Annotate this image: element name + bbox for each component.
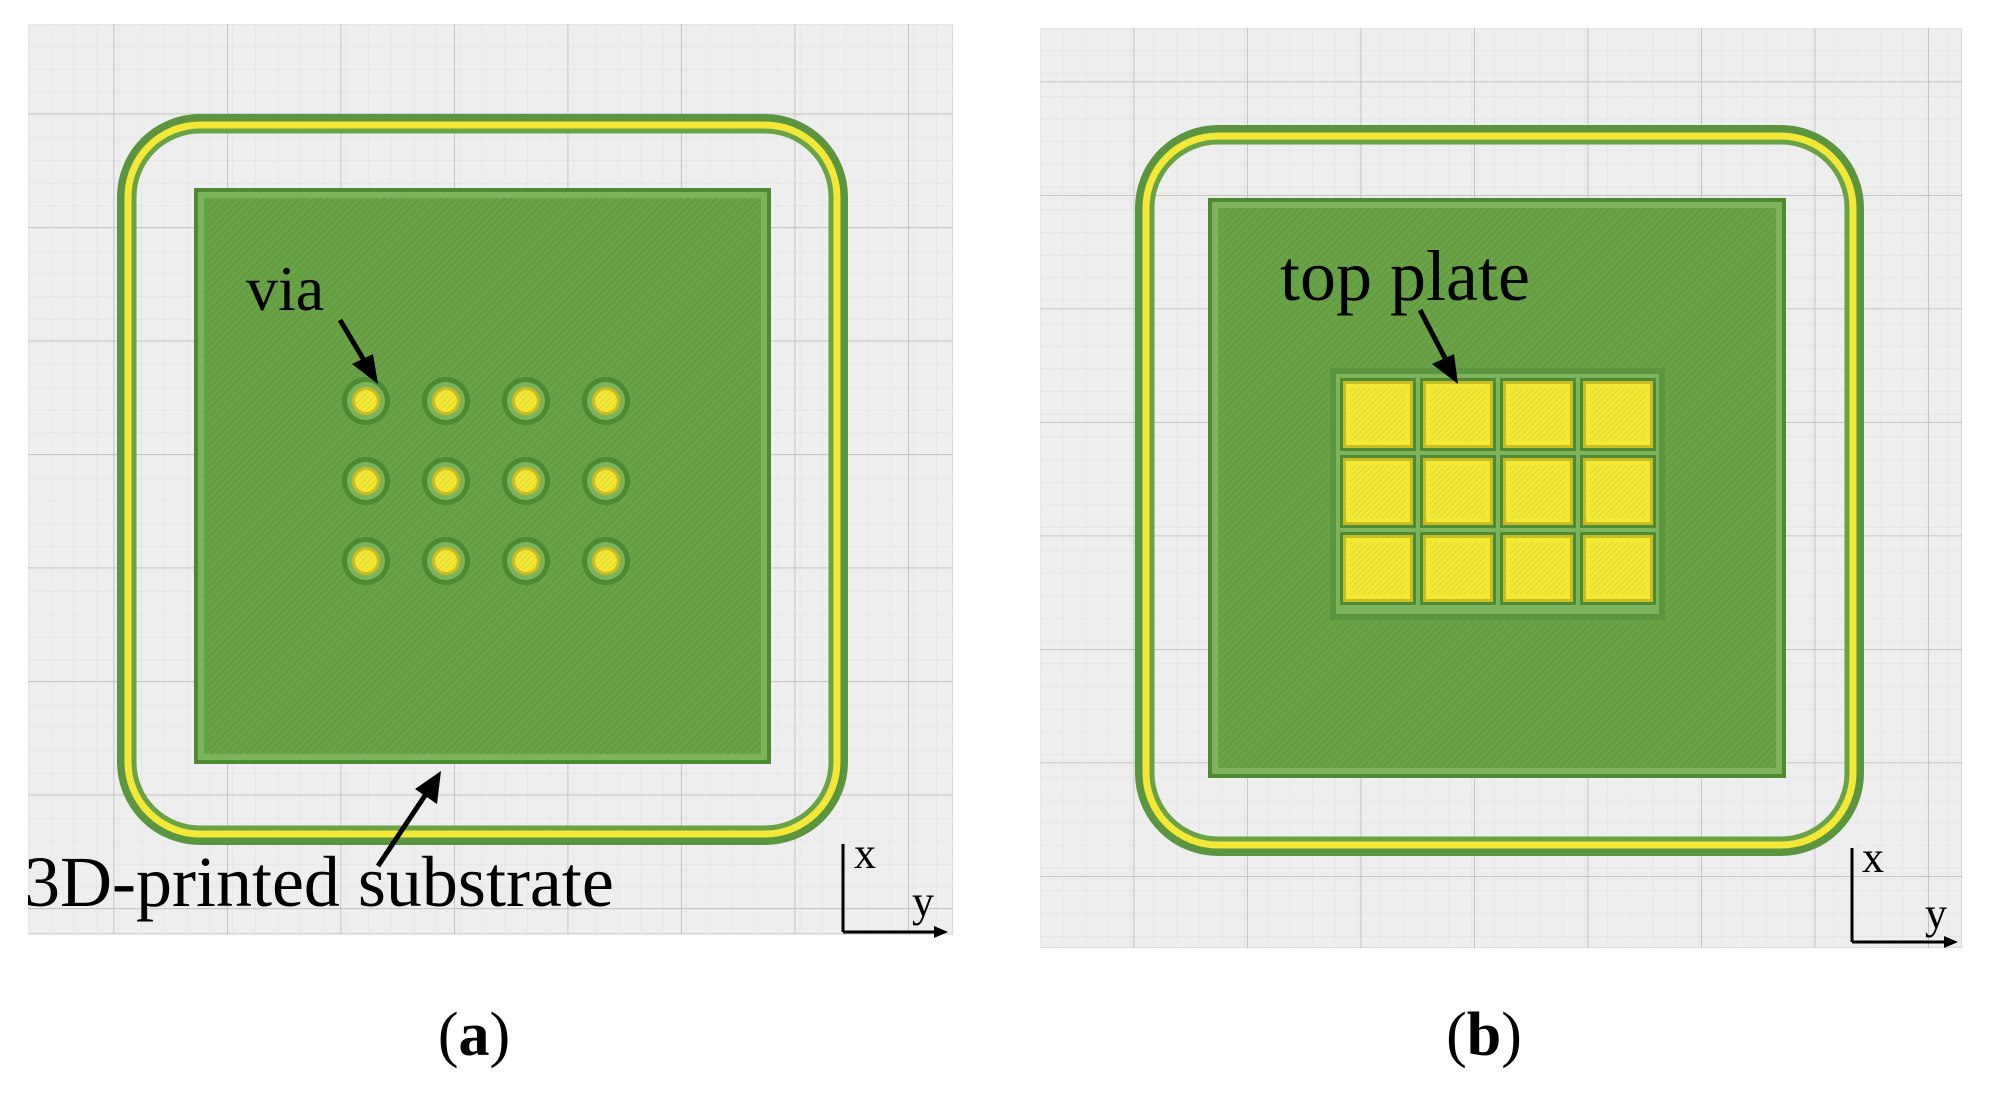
top-plate-cell <box>1500 532 1576 605</box>
skirt-yellow <box>124 121 841 838</box>
substrate-label: 3D-printed substrate <box>28 842 614 922</box>
via <box>582 537 630 585</box>
axis-y-label: y <box>1925 889 1947 938</box>
skirt-outer-green <box>117 114 848 845</box>
via-array <box>342 377 630 585</box>
panel-b-caption-open: ( <box>1446 1001 1467 1069</box>
axis-y-label: y <box>912 877 934 926</box>
top-plate-arrow-head <box>1432 354 1458 384</box>
axis-y-arrow <box>934 926 948 938</box>
panel-b-caption-letter: b <box>1466 1001 1502 1069</box>
substrate-arrow-shaft <box>375 792 429 868</box>
panel-a-caption: (a) <box>404 1000 544 1071</box>
panel-a-diagram: via 3D-printed substrate x y <box>28 24 953 938</box>
top-plate-cell <box>1580 455 1656 528</box>
panel-a-caption-letter: a <box>458 1001 490 1069</box>
panel-b-caption: (b) <box>1414 1000 1554 1071</box>
panel-a-caption-open: ( <box>437 1001 459 1069</box>
top-plate-cell <box>1580 532 1656 605</box>
via-arrow-head <box>352 354 378 384</box>
via <box>422 377 470 425</box>
top-plate-cell <box>1420 455 1496 528</box>
axis-x-label: x <box>1862 833 1884 882</box>
skirt-inner-green <box>1149 139 1850 842</box>
top-plate-cell <box>1500 455 1576 528</box>
skirt-inner-green <box>131 128 834 831</box>
top-plate-cell <box>1580 378 1656 451</box>
top-plate-cell <box>1420 532 1496 605</box>
via <box>342 537 390 585</box>
skirt-yellow <box>1142 132 1857 849</box>
via <box>502 537 550 585</box>
via <box>342 377 390 425</box>
via <box>422 457 470 505</box>
top-plate-cell <box>1340 378 1416 451</box>
via <box>342 457 390 505</box>
via <box>502 377 550 425</box>
top-plate-cell <box>1420 378 1496 451</box>
panel-b-diagram: top plate x y <box>1040 28 1962 948</box>
top-plate-cell <box>1500 378 1576 451</box>
via-arrow-shaft <box>337 318 368 364</box>
top-plate-cell <box>1340 532 1416 605</box>
top-plate-arrow-shaft <box>1417 308 1448 360</box>
panel-b-caption-close: ) <box>1501 1001 1522 1069</box>
panel-a: via 3D-printed substrate x y <box>28 24 953 946</box>
panel-a-caption-close: ) <box>489 1001 511 1069</box>
via <box>422 537 470 585</box>
panel-b: top plate x y <box>1040 28 1962 948</box>
substrate-arrow-head <box>415 771 441 804</box>
substrate-surface <box>204 198 761 754</box>
top-plate-cell <box>1340 455 1416 528</box>
skirt-outer-green <box>1135 125 1864 856</box>
via <box>582 377 630 425</box>
via <box>582 457 630 505</box>
axis-y-arrow <box>1944 936 1958 948</box>
top-plate-label: top plate <box>1280 236 1530 316</box>
top-plate-array <box>1340 378 1656 605</box>
via <box>502 457 550 505</box>
via-label: via <box>246 253 324 324</box>
axis-x-label: x <box>854 829 876 878</box>
